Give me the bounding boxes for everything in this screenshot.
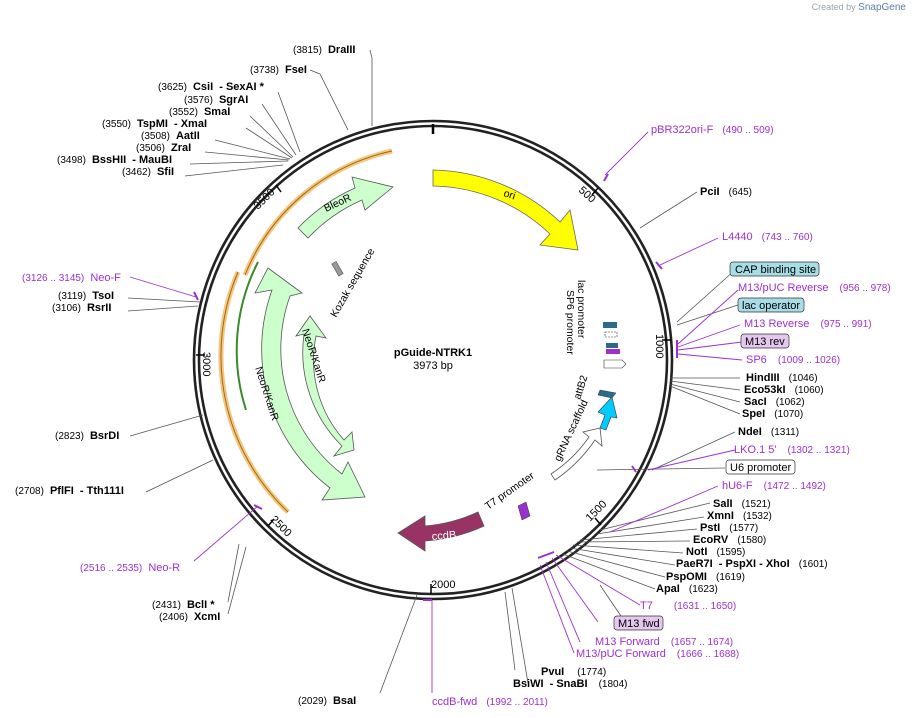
paer7i-label: PaeR7I - PspXI - XhoI (1601) [676,558,828,570]
xcmi-label: (2406) XcmI [159,611,220,623]
l4440-label[interactable]: L4440 (743 .. 760) [722,231,813,243]
ccdb-label: ccdB [431,529,456,543]
cap-binding-site-box[interactable] [729,261,820,277]
neo-f-label[interactable]: (3126 .. 3145) Neo-F [22,272,121,284]
ccdb-feature[interactable] [397,511,485,552]
ecorv-label: EcoRV (1580) [693,534,766,546]
lko-label[interactable]: LKO.1 5' (1302 .. 1321) [734,444,850,456]
hu6-f-label[interactable]: hU6-F (1472 .. 1492) [722,480,826,492]
tick-label-3000: 3000 [200,352,212,376]
noti-label: NotI (1595) [686,546,745,558]
xmni-label: XmnI (1532) [707,510,772,522]
t7-promoter-marker [517,501,531,521]
bsiwi-label: BsiWI - SnaBI (1804) [513,678,628,690]
eco53ki-label: Eco53kI (1060) [744,384,824,396]
t7-label[interactable]: T7 (1631 .. 1650) [640,600,736,612]
tsoi-label: (3119) TsoI [58,290,114,302]
plasmid-length: 3973 bp [413,360,453,372]
spei-label: SpeI (1070) [742,408,803,420]
m13-rev-label: M13 rev [745,336,785,348]
lac-promoter-marker [603,322,617,328]
bsrdi-label: (2823) BsrDI [55,430,119,442]
csii-label: (3625) CsiI - SexAI * [158,81,265,93]
u6-promoter-label: U6 promoter [730,462,791,474]
saci-label: SacI (1062) [744,396,805,408]
hindiii-label: HindIII (1046) [746,372,818,384]
rsrii-label: (3106) RsrII [52,302,111,314]
tick-label-500: 500 [576,184,598,205]
bsshii-label: (3498) BssHII - MauBI [57,154,172,166]
u6-promoter-box[interactable] [725,459,796,475]
tick-label-1000: 1000 [653,334,665,358]
bsai-label: (2029) BsaI [298,695,356,707]
attb2-marker [597,389,617,399]
sali-label: SalI (1521) [713,498,771,510]
neor-kanr-inner-feature[interactable] [295,315,355,457]
lac-operator-marker [606,343,618,348]
sgrai-label: (3576) SgrAI [184,94,248,106]
backbone-outer-ring [192,119,674,601]
leader-lines-right [562,191,741,623]
ccdb-fwd-label[interactable]: ccdB-fwd (1992 .. 2011) [432,696,548,708]
ori-label: ori [502,187,517,202]
tick-label-2000: 2000 [431,579,455,591]
cap-binding-site-label: CAP binding site [735,264,816,276]
m13-rev-box[interactable] [740,333,790,349]
sp6-promoter-label: SP6 promoter [564,290,576,355]
neo-r-label[interactable]: (2516 .. 2535) Neo-R [80,562,180,574]
attb2-arrow[interactable] [597,396,618,431]
pflfi-label: (2708) PflFI - Tth111I [15,485,124,497]
cap-site-marker [604,331,618,338]
lac-operator-box[interactable] [737,297,805,313]
m13-fwd-label: M13 fwd [618,618,660,630]
m13-fwd-box[interactable] [613,615,664,631]
attb2-label: attB2 [571,374,590,401]
apai-label: ApaI (1623) [656,583,718,595]
kozak-label: Kozak sequence [328,246,377,319]
neor-outline-line [220,271,289,513]
neor-cds-line [235,261,259,411]
zrai-label: (3506) ZraI [136,142,191,154]
primer-leaders-right [537,131,743,654]
snapgene-branding: Created by SnapGene [812,2,906,13]
pcii-label: PciI (645) [700,186,752,198]
bleor-outline-line [244,150,393,276]
sp6-promoter-marker [603,359,627,369]
sp6-label[interactable]: SP6 (1009 .. 1026) [746,354,840,366]
m13-reverse-label[interactable]: M13 Reverse (975 .. 991) [744,318,872,330]
grna-scaffold-feature[interactable] [550,427,603,481]
pvui-label: PvuI (1774) [541,666,606,678]
tick-marks [196,184,671,594]
m13-forward-label[interactable]: M13 Forward (1657 .. 1674) [595,636,733,648]
t7-promoter-label: T7 promoter [483,470,537,513]
smai-label: (3552) SmaI [169,106,230,118]
m13-puc-forward-label[interactable]: M13/pUC Forward (1666 .. 1688) [576,648,739,660]
snapgene-logo-text: SnapGene [858,2,906,13]
primer-leaders-left [129,276,433,693]
ndei-label: NdeI (1311) [738,426,799,438]
fsei-label: (3738) FseI [250,64,307,76]
draiii-label: (3815) DraIII [293,44,355,56]
kozak-marker [331,261,344,277]
psti-label: PstI (1577) [700,522,758,534]
bcli-label: (2431) BclI * [152,599,215,611]
m13-puc-reverse-label[interactable]: M13/pUC Reverse (956 .. 978) [738,282,891,294]
bleor-feature[interactable] [297,176,394,239]
pbr322ori-f-label[interactable]: pBR322ori-F (490 .. 509) [651,124,774,136]
plasmid-name: pGuide-NTRK1 [394,347,472,359]
created-by-text: Created by [811,2,856,12]
tspmi-label: (3550) TspMI - XmaI [102,118,207,130]
lac-promoter-label: lac promoter [575,280,587,339]
leader-lines-left [127,49,529,694]
lac-operator-label: lac operator [742,300,800,312]
sfii-label: (3462) SfiI [122,166,174,178]
pspomi-label: PspOMI (1619) [666,571,745,583]
aatii-label: (3508) AatII [141,130,200,142]
m13-rev-marker [606,349,620,354]
ori-feature[interactable] [432,169,579,251]
neor-kanr-outer-feature[interactable] [254,267,366,501]
